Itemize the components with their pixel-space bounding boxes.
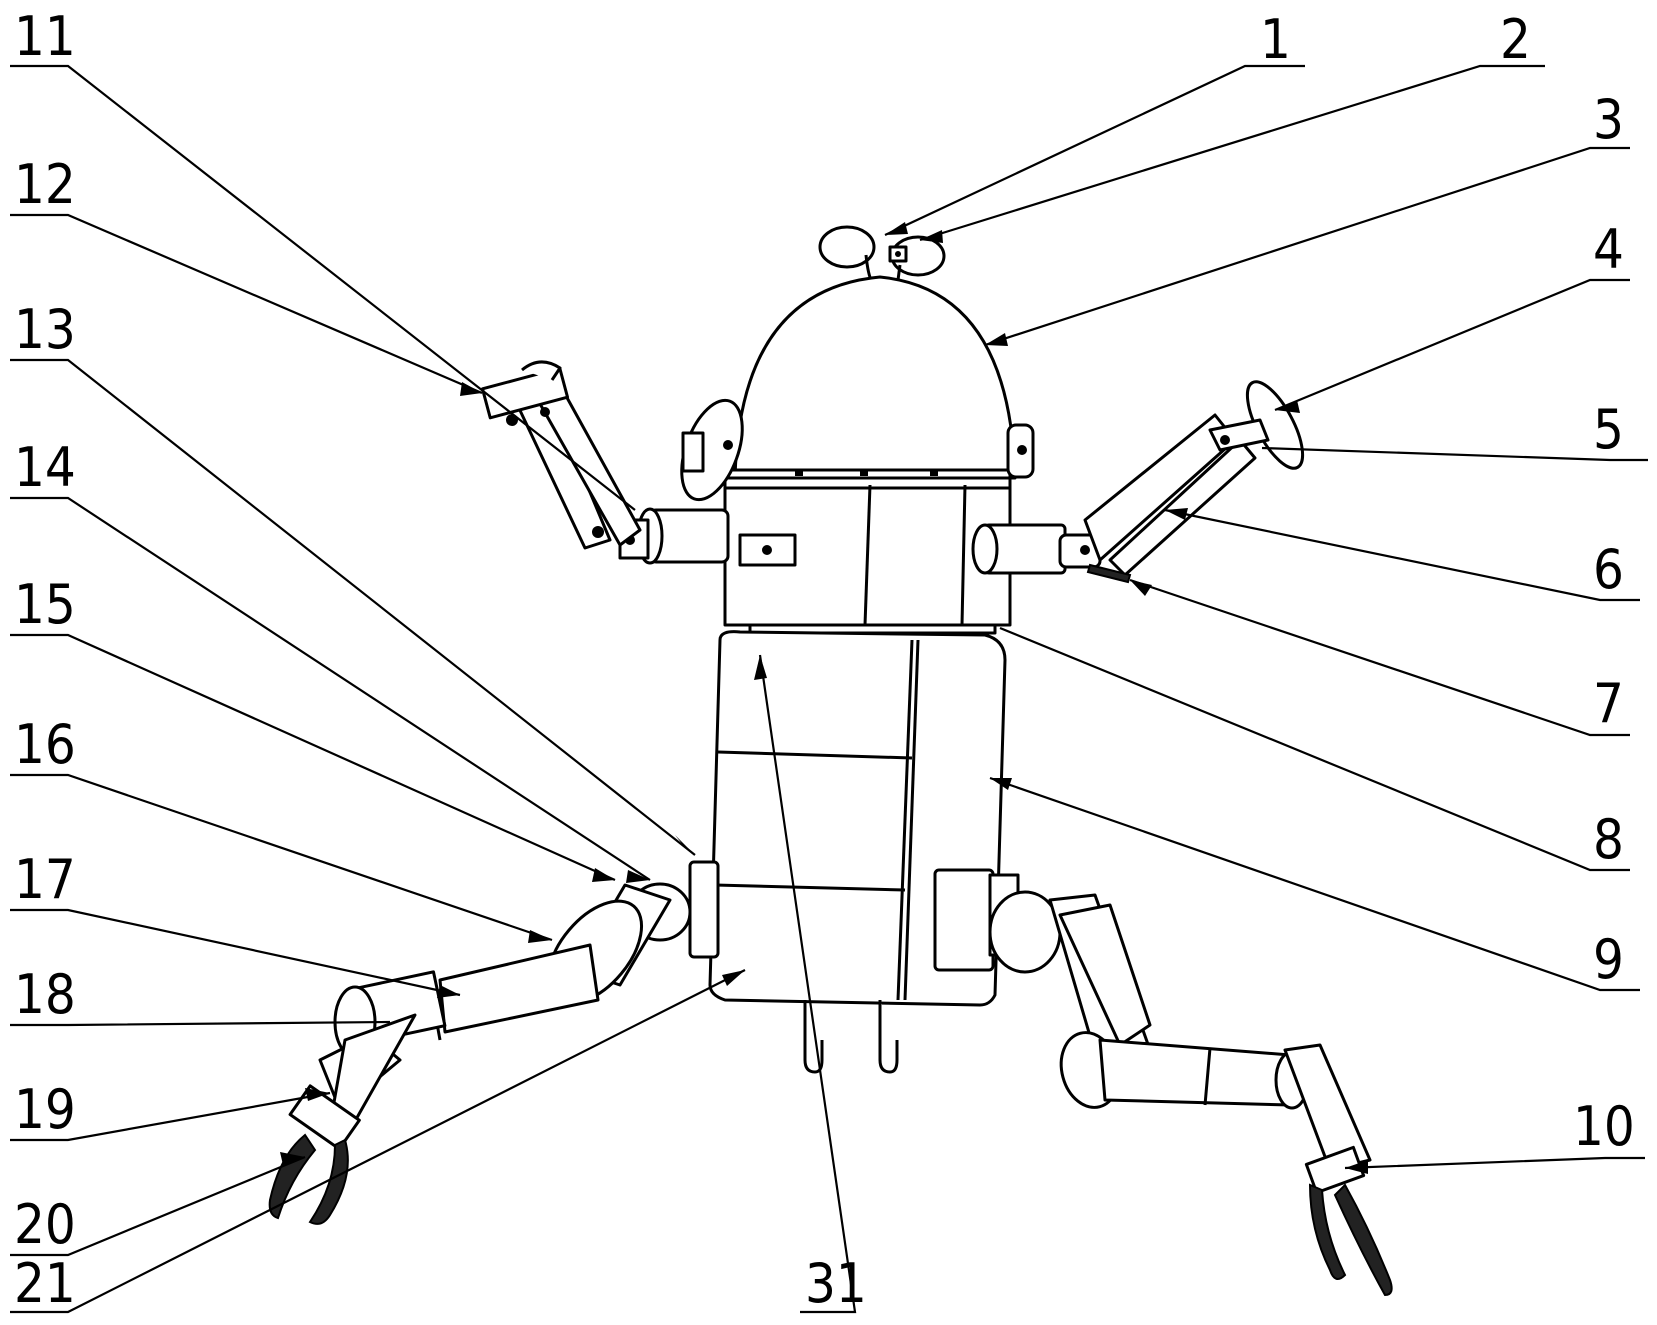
left-leg: [268, 860, 720, 1225]
upper-torso: [723, 468, 1012, 635]
label-14: 14: [14, 436, 76, 499]
leader-lines: [10, 64, 1648, 1314]
label-11: 11: [14, 5, 76, 68]
label-20: 20: [14, 1193, 76, 1256]
arrowheads: [280, 222, 1368, 1174]
left-upper-arm: [480, 360, 730, 565]
label-21: 21: [14, 1252, 76, 1315]
label-18: 18: [14, 963, 76, 1026]
label-7: 7: [1593, 672, 1624, 735]
label-16: 16: [14, 713, 76, 776]
dome-head: [733, 275, 1017, 480]
label-1: 1: [1260, 8, 1291, 71]
label-15: 15: [14, 573, 76, 636]
right-leg: [933, 868, 1393, 1297]
label-19: 19: [14, 1078, 76, 1141]
label-12: 12: [14, 153, 76, 216]
label-4: 4: [1593, 218, 1624, 281]
head-side-left-motor: [680, 398, 744, 502]
head-side-right-motor: [1006, 423, 1035, 479]
label-3: 3: [1593, 88, 1624, 151]
label-5: 5: [1593, 398, 1624, 461]
label-31: 31: [805, 1252, 867, 1315]
head-top-ears: [818, 225, 946, 283]
label-13: 13: [14, 298, 76, 361]
robot-illustration: [268, 225, 1393, 1297]
label-2: 2: [1500, 8, 1531, 71]
label-9: 9: [1593, 928, 1624, 991]
lower-torso: [708, 630, 1007, 1074]
label-6: 6: [1593, 538, 1624, 601]
label-8: 8: [1593, 808, 1624, 871]
right-upper-arm: [971, 380, 1305, 584]
reference-numerals: 1 2 3 4 5 6 7 8 9 10 11 12 13 14 15 16 1…: [14, 5, 1635, 1315]
label-17: 17: [14, 848, 76, 911]
label-10: 10: [1573, 1095, 1635, 1158]
